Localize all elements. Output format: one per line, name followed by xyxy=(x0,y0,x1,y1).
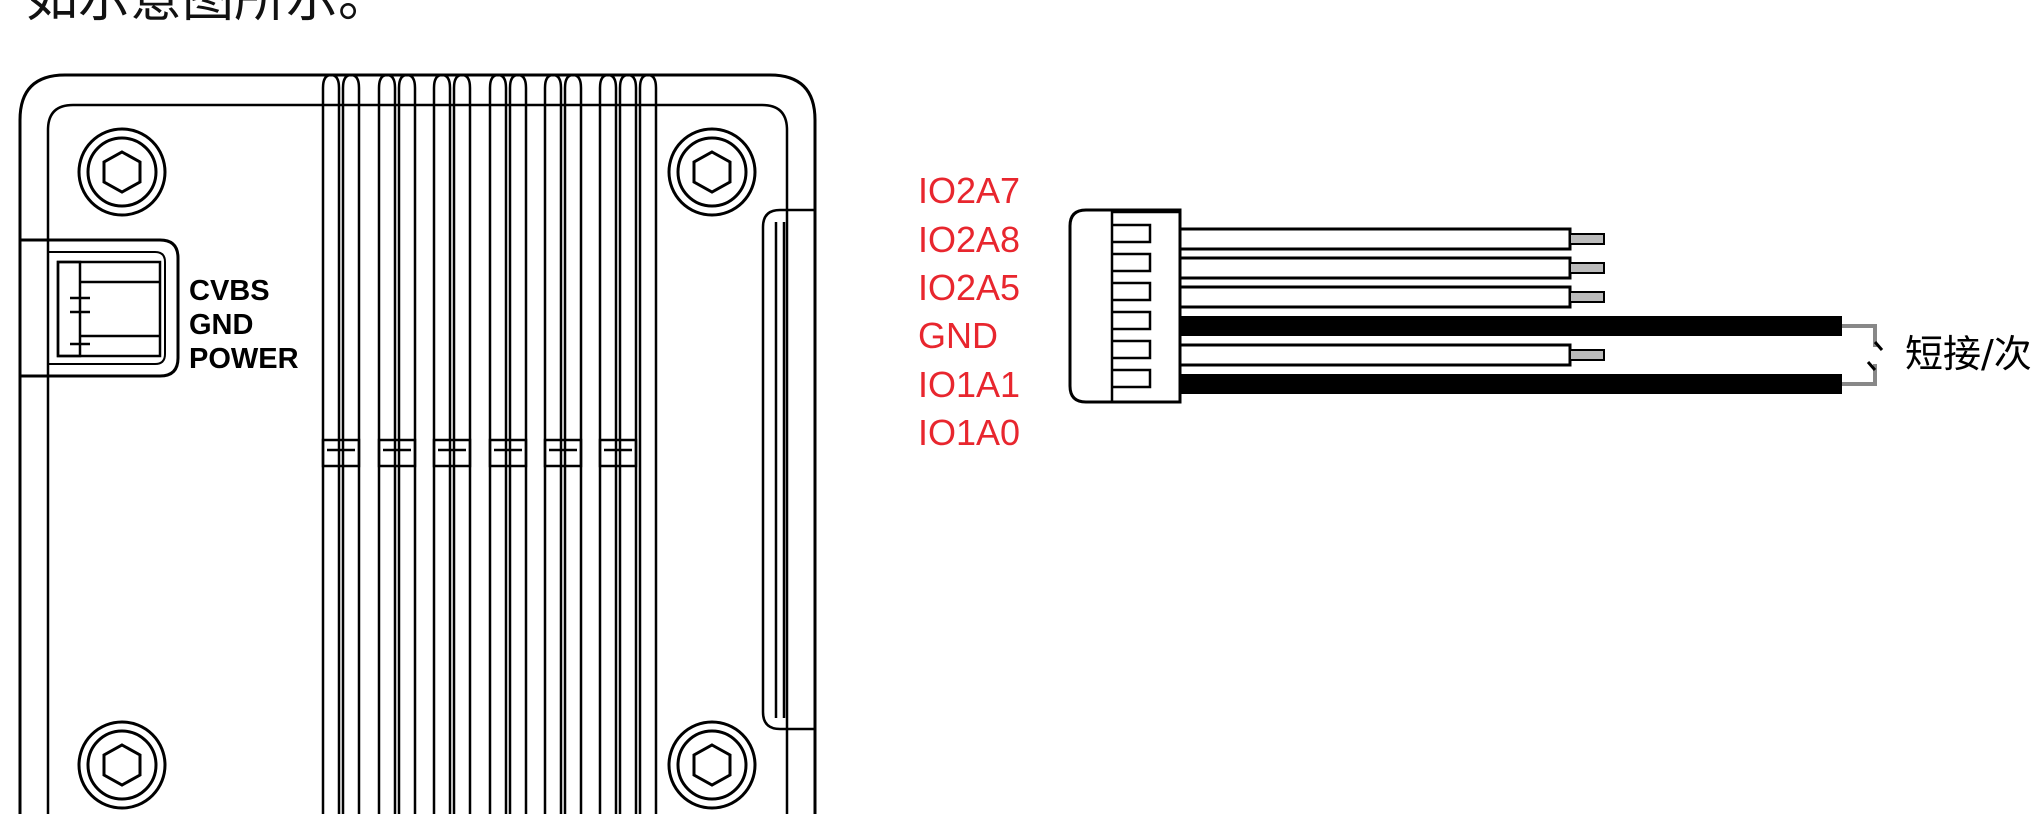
pin-label-gnd: GND xyxy=(918,315,998,356)
port-label-cvbs: CVBS xyxy=(189,275,270,307)
short-note: 短接/次 xyxy=(1905,332,2032,376)
pin-label-io2a8: IO2A8 xyxy=(918,219,1021,260)
pin-label-io1a1: IO1A1 xyxy=(918,364,1021,405)
port-label-power: POWER xyxy=(189,343,299,375)
connector-pin-4 xyxy=(1112,310,1152,331)
heatsink-fins xyxy=(321,73,658,814)
mounting-hole-top-left xyxy=(77,127,167,217)
device-body-outline xyxy=(18,73,817,814)
wire-1 xyxy=(1178,227,1605,251)
wire-4 xyxy=(1180,316,1842,336)
fin-5 xyxy=(543,73,583,814)
mounting-hole-bottom-right xyxy=(667,720,757,810)
connector-pin-5 xyxy=(1112,339,1152,360)
fin-4 xyxy=(488,73,528,814)
device-body-inner-outline xyxy=(46,103,789,814)
top-caption: 如示意图所示。 xyxy=(26,0,390,31)
pin-label-io2a5: IO2A5 xyxy=(918,267,1021,308)
pin-label-io2a7: IO2A7 xyxy=(918,170,1021,211)
three-pin-socket xyxy=(56,260,162,358)
port-bracket xyxy=(20,238,180,378)
fin-6 xyxy=(598,73,638,814)
wire-5 xyxy=(1178,343,1605,367)
short-link xyxy=(1842,324,1877,386)
connector-pin-6 xyxy=(1112,368,1152,389)
connector-pin-3 xyxy=(1112,281,1152,302)
fin-1 xyxy=(321,73,361,814)
wire-3 xyxy=(1178,285,1605,309)
fin-2 xyxy=(377,73,417,814)
connector-pin-2 xyxy=(1112,252,1152,273)
connector-pin-1 xyxy=(1112,223,1152,244)
cable-connector xyxy=(1068,208,1182,404)
wire-harness xyxy=(1178,227,1842,394)
side-rail xyxy=(761,208,815,731)
fin-7 xyxy=(638,73,658,814)
port-label-gnd: GND xyxy=(189,309,254,341)
mounting-hole-bottom-left xyxy=(77,720,167,810)
fin-3 xyxy=(432,73,472,814)
mounting-hole-top-right xyxy=(667,127,757,217)
pin-label-io1a0: IO1A0 xyxy=(918,412,1021,453)
wire-6 xyxy=(1180,374,1842,394)
wire-2 xyxy=(1178,256,1605,280)
